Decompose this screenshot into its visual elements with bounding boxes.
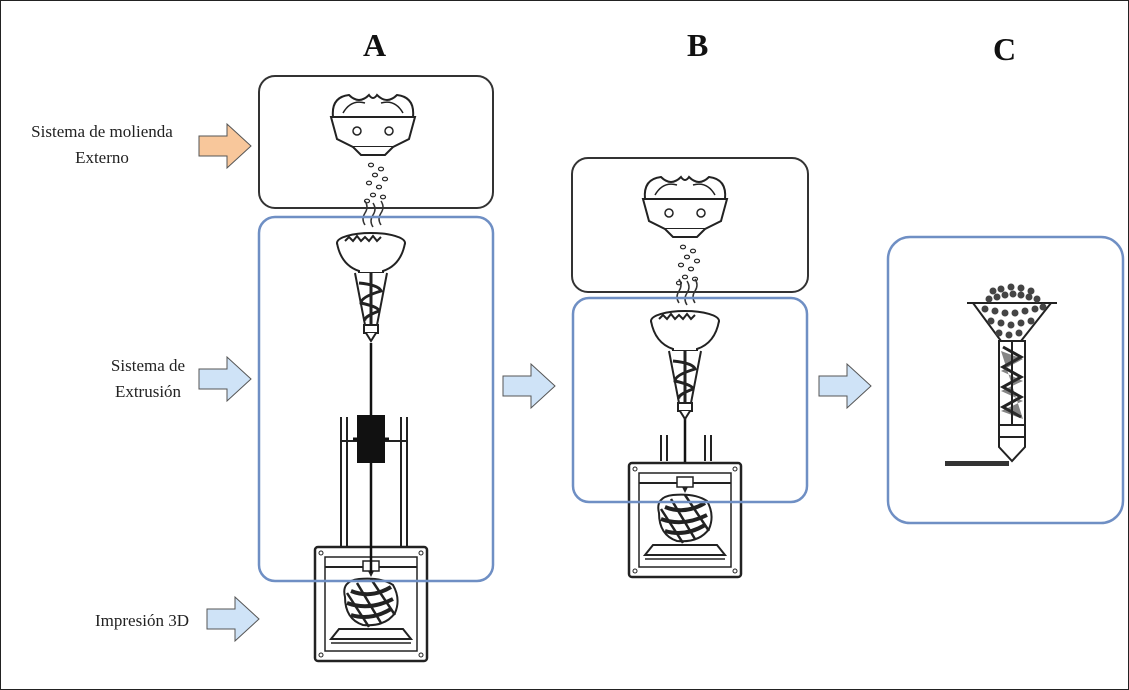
printing-arrow xyxy=(206,596,260,642)
grinding-label-line1: Sistema de molienda xyxy=(31,122,173,141)
extrusion-label-line1: Sistema de xyxy=(110,356,186,375)
pellets-icon-a xyxy=(363,162,389,204)
hopper-icon-a xyxy=(335,199,407,343)
tower-frame-a xyxy=(340,343,408,573)
column-label-b: B xyxy=(687,27,709,63)
extrusion-arrow xyxy=(198,356,252,402)
extrusion-box-b xyxy=(571,296,809,504)
grinding-arrow xyxy=(198,123,252,169)
column-label-a: A xyxy=(363,27,387,63)
pellets-icon-b xyxy=(675,244,701,286)
flow-arrow-a-to-b xyxy=(502,363,556,409)
integrated-box-c xyxy=(886,235,1125,525)
printing-label: Impresión 3D xyxy=(95,611,189,630)
grinding-label-line2: Externo xyxy=(75,148,129,167)
grinder-icon-a xyxy=(330,94,416,156)
printer-icon-b xyxy=(627,461,743,579)
column-label-c: C xyxy=(993,31,1017,67)
grinder-box-b xyxy=(571,157,809,293)
grinder-box-a xyxy=(258,75,494,209)
grinder-icon-b xyxy=(642,176,728,238)
integrated-extruder-icon-c xyxy=(945,283,1057,466)
grinding-system-label: Sistema de molienda Externo xyxy=(7,119,197,171)
hopper-icon-b xyxy=(649,277,721,421)
flow-arrow-b-to-c xyxy=(818,363,872,409)
extrusion-box-a xyxy=(257,215,495,583)
extrusion-label-line2: Extrusión xyxy=(114,382,182,401)
extrusion-system-label: Sistema de Extrusión xyxy=(89,353,207,405)
